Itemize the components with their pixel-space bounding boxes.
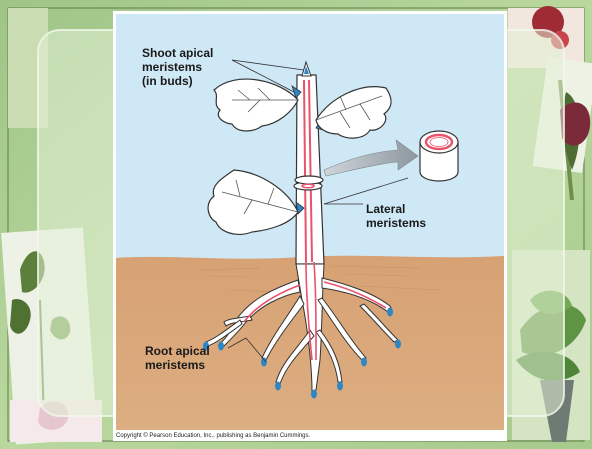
root-tip bbox=[387, 308, 393, 317]
root-tip bbox=[218, 342, 224, 351]
root-apical-label-line1: Root apical bbox=[145, 344, 210, 358]
root-tip bbox=[361, 358, 367, 367]
root-tip bbox=[337, 382, 343, 391]
lateral-label-line1: Lateral bbox=[366, 202, 426, 216]
shoot-apical-label-line3: (in buds) bbox=[142, 74, 213, 88]
lateral-label-line2: meristems bbox=[366, 216, 426, 230]
root-tip bbox=[261, 358, 267, 367]
lateral-meristems-label: Lateral meristems bbox=[366, 202, 426, 230]
shoot-apical-label-line2: meristems bbox=[142, 60, 213, 74]
root-tip bbox=[311, 390, 317, 399]
copyright-notice: Copyright © Pearson Education, Inc., pub… bbox=[116, 433, 310, 439]
shoot-apical-label-line1: Shoot apical bbox=[142, 46, 213, 60]
stem-cut-bottom bbox=[295, 176, 323, 184]
root-tip bbox=[395, 340, 401, 349]
root-tip bbox=[275, 382, 281, 391]
root-apical-meristems-label: Root apical meristems bbox=[145, 344, 210, 372]
root-apical-label-line2: meristems bbox=[145, 358, 210, 372]
stem-cross-section bbox=[420, 131, 458, 181]
shoot-apical-meristems-label: Shoot apical meristems (in buds) bbox=[142, 46, 213, 88]
